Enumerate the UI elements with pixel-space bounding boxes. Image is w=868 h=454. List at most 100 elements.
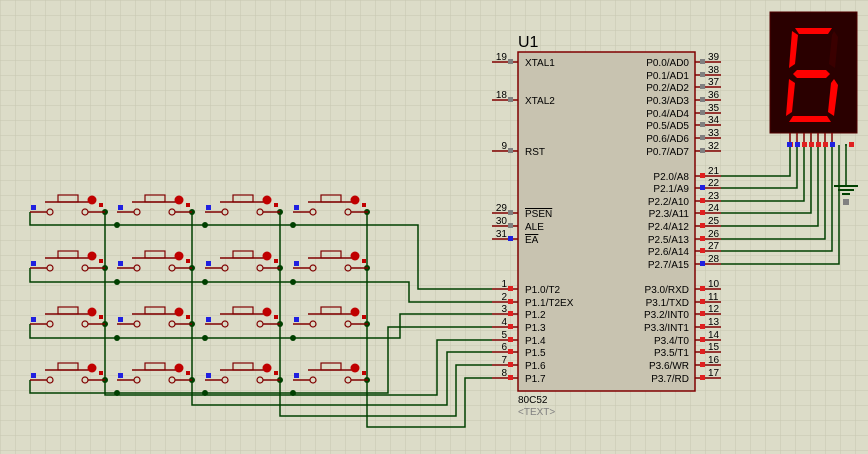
button-contact (221, 208, 229, 216)
button-pin-marker (99, 203, 103, 207)
wire (29, 212, 375, 226)
button-indicator (174, 363, 184, 373)
button-contact (309, 208, 317, 216)
pin-number: 23 (708, 191, 720, 202)
pin-number: 5 (501, 330, 507, 341)
pin-state-indicator (508, 337, 513, 342)
pin-state-indicator (700, 72, 705, 77)
pin-label: P0.6/AD6 (646, 134, 689, 145)
button-indicator (262, 363, 272, 373)
pin-number: 26 (708, 229, 720, 240)
keypad-button[interactable] (205, 306, 280, 328)
wire (375, 281, 492, 303)
button-state-marker (206, 317, 211, 322)
keypad-button[interactable] (293, 362, 368, 384)
keypad-button[interactable] (293, 194, 368, 216)
pin-label: P3.5/T1 (654, 348, 689, 359)
pin-state-indicator (700, 286, 705, 291)
pin-state-indicator (508, 223, 513, 228)
pin-label: P1.6 (525, 361, 546, 372)
button-pin-marker (186, 259, 190, 263)
pin-number: 32 (708, 141, 720, 152)
pin-state-indicator (508, 148, 513, 153)
keypad-button[interactable] (117, 250, 192, 272)
junction-dot (114, 222, 120, 228)
pin-label: P0.4/AD4 (646, 109, 689, 120)
pin-label: P3.2/INT0 (644, 310, 689, 321)
pin-state-indicator (700, 198, 705, 203)
pin-state-indicator (700, 261, 705, 266)
button-pin-marker (99, 315, 103, 319)
pin-number: 12 (708, 304, 720, 315)
pin-state-indicator (508, 97, 513, 102)
pin-label: RST (525, 147, 545, 158)
button-indicator (262, 251, 272, 261)
pin-label: P1.3 (525, 323, 546, 334)
junction-dot (202, 279, 208, 285)
pin-label: P2.1/A9 (653, 184, 689, 195)
pin-label: P0.3/AD3 (646, 96, 689, 107)
keypad-button[interactable] (117, 194, 192, 216)
button-state-marker (118, 205, 123, 210)
keypad-button[interactable] (205, 250, 280, 272)
display-pins (787, 133, 854, 147)
button-pin-marker (186, 203, 190, 207)
pin-state-indicator (700, 173, 705, 178)
pin-state-indicator (508, 210, 513, 215)
keypad-button[interactable] (205, 362, 280, 384)
button-indicator (87, 195, 97, 205)
button-pin-marker (99, 259, 103, 263)
keypad-button[interactable] (30, 306, 105, 328)
keypad-button[interactable] (117, 362, 192, 384)
button-cap (232, 194, 254, 203)
wires-layer (29, 144, 847, 428)
button-cap (232, 306, 254, 315)
button-contact (133, 264, 141, 272)
keypad-button[interactable] (293, 306, 368, 328)
button-indicator (174, 307, 184, 317)
junction-dot (290, 335, 296, 341)
button-cap (144, 362, 166, 371)
button-contact (133, 320, 141, 328)
keypad-button[interactable] (30, 250, 105, 272)
button-indicator (350, 251, 360, 261)
keypad-matrix (30, 194, 368, 384)
keypad-button[interactable] (30, 194, 105, 216)
button-indicator (350, 195, 360, 205)
pin-state-indicator (508, 59, 513, 64)
keypad-button[interactable] (293, 250, 368, 272)
keypad-button[interactable] (205, 194, 280, 216)
pin-number: 31 (496, 229, 508, 240)
seven-segment-display[interactable] (769, 11, 858, 147)
display-pin-state (787, 142, 792, 147)
button-contact (309, 376, 317, 384)
pin-number: 29 (496, 203, 508, 214)
ground-symbol (834, 144, 858, 205)
button-state-marker (118, 373, 123, 378)
button-pin-marker (362, 371, 366, 375)
pin-number: 7 (501, 355, 507, 366)
chip-body[interactable] (517, 51, 696, 392)
pin-number: 35 (708, 103, 720, 114)
segment-d (789, 116, 831, 122)
chip-part-label: 80C52 (518, 395, 548, 406)
segment-f (789, 31, 798, 68)
button-cap (144, 194, 166, 203)
pin-label: P0.5/AD5 (646, 121, 689, 132)
wire (721, 145, 833, 252)
pin-label: P0.0/AD0 (646, 58, 689, 69)
button-indicator (262, 195, 272, 205)
pin-label: P0.1/AD1 (646, 71, 689, 82)
microcontroller-u1[interactable]: U1 19XTAL118XTAL29RST29PSEN30ALE31EA1P1.… (492, 34, 721, 418)
keypad-button[interactable] (117, 306, 192, 328)
button-contact (46, 208, 54, 216)
pin-state-indicator (700, 135, 705, 140)
junction-dot (290, 279, 296, 285)
display-pin-state (823, 142, 828, 147)
pin-number: 9 (501, 141, 507, 152)
display-segments (786, 28, 838, 122)
button-state-marker (118, 317, 123, 322)
keypad-button[interactable] (30, 362, 105, 384)
pin-number: 27 (708, 241, 720, 252)
pin-label: P3.1/TXD (646, 298, 689, 309)
